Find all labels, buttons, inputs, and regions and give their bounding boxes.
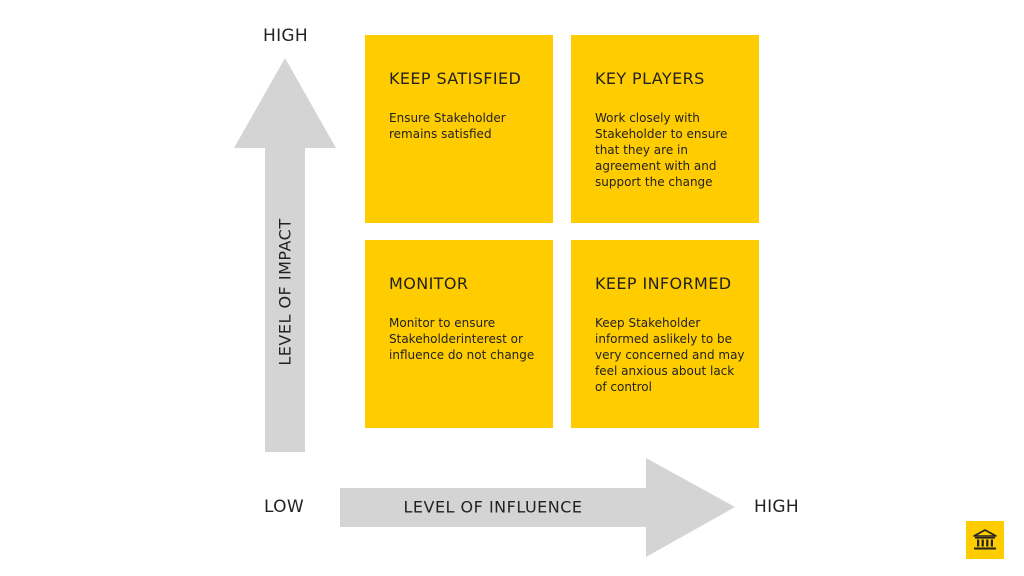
quadrant-title: KEY PLAYERS <box>595 69 705 88</box>
x-axis-title: LEVEL OF INFLUENCE <box>403 497 583 517</box>
quadrant-key-players: KEY PLAYERS Work closely with Stakeholde… <box>571 35 759 223</box>
bank-building-icon <box>973 529 997 550</box>
influence-arrow-shape <box>340 458 735 557</box>
impact-arrow-shape <box>234 58 336 452</box>
quadrant-monitor: MONITOR Monitor to ensure Stakeholderint… <box>365 240 553 428</box>
quadrant-title: KEEP SATISFIED <box>389 69 522 88</box>
quadrant-keep-informed: KEEP INFORMED Keep Stakeholder informed … <box>571 240 759 428</box>
y-axis-title: LEVEL OF IMPACT <box>275 218 295 366</box>
quadrant-description: Keep Stakeholder informed aslikely to be… <box>595 316 745 394</box>
quadrant-title: KEEP INFORMED <box>595 274 732 293</box>
logo <box>966 521 1004 559</box>
quadrant-description: Ensure Stakeholder remains satisfied <box>389 111 506 141</box>
quadrant-description: Work closely with Stakeholder to ensure … <box>595 111 728 189</box>
quadrant-keep-satisfied: KEEP SATISFIED Ensure Stakeholder remain… <box>365 35 553 223</box>
y-axis-high-label: HIGH <box>263 26 308 46</box>
quadrant-title: MONITOR <box>389 274 469 293</box>
x-axis-high-label: HIGH <box>754 497 799 517</box>
x-axis-low-label: LOW <box>264 497 304 517</box>
quadrant-description: Monitor to ensure Stakeholderinterest or… <box>389 316 535 362</box>
